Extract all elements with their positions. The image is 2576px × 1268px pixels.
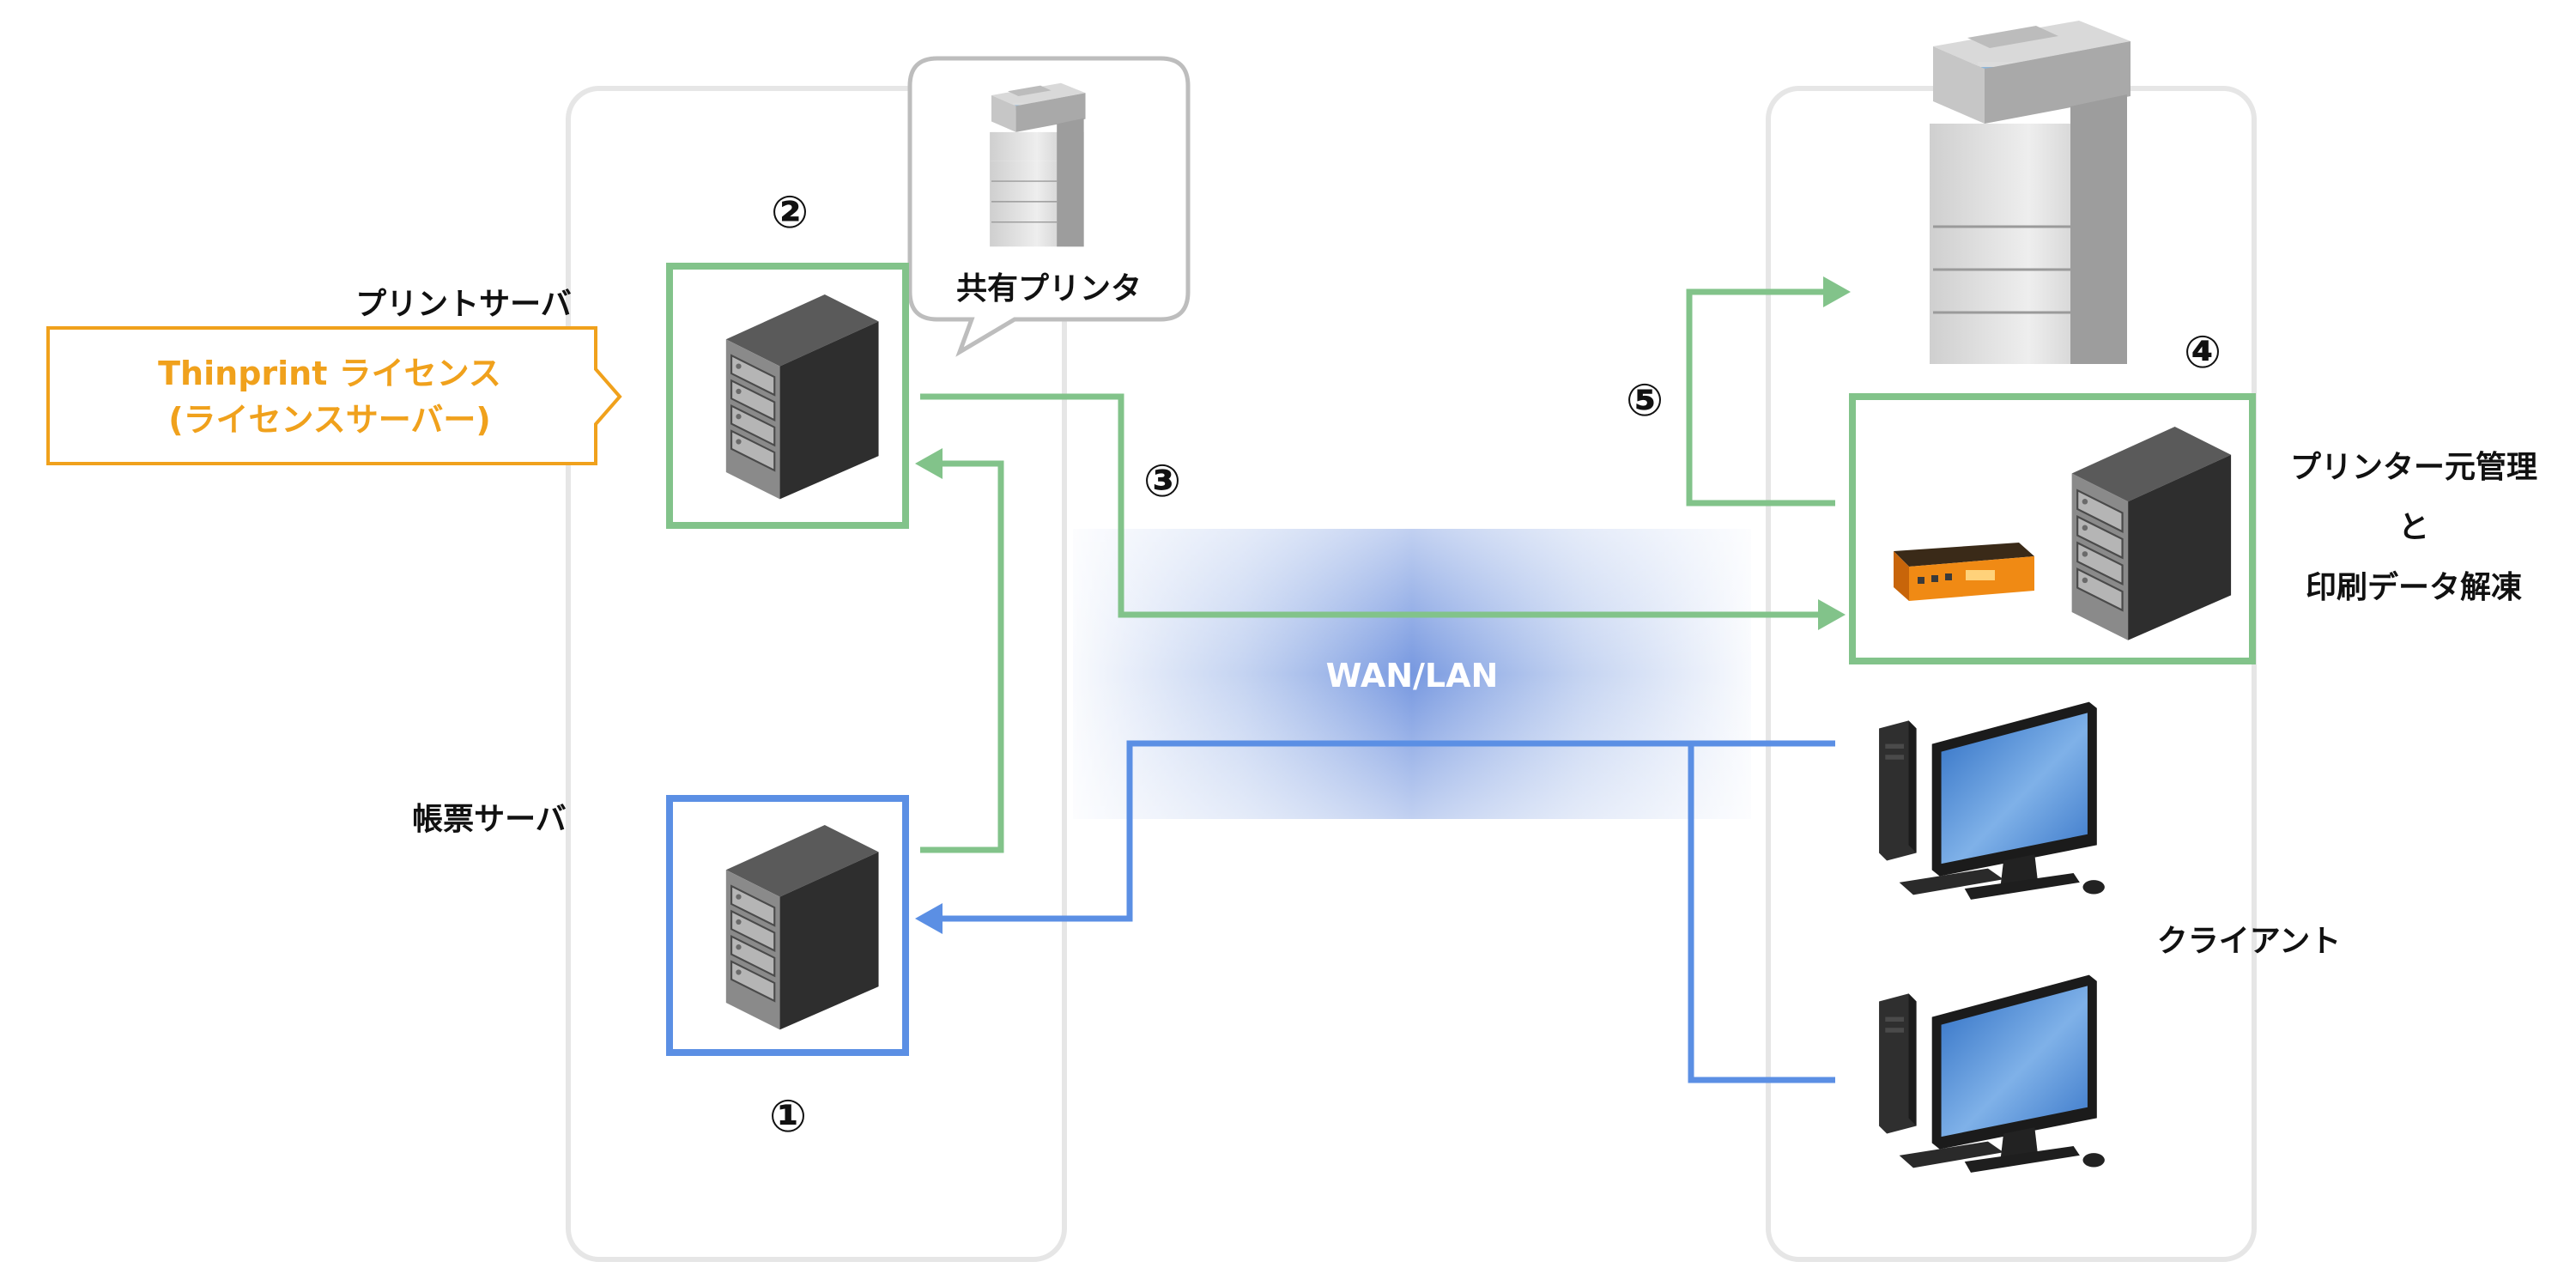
connector-hub-to-printer	[1686, 288, 1835, 507]
server-rack-icon	[724, 823, 880, 1031]
thinprint-license-subtitle: (ライセンスサーバー)	[168, 401, 491, 439]
server-rack-icon	[2070, 425, 2233, 641]
desktop-pc-icon	[1879, 974, 2105, 1173]
connector-print-to-hub	[920, 393, 1820, 618]
step-5-marker: ⑤	[1626, 375, 1664, 427]
thinprint-hub-icon	[1894, 543, 2034, 601]
form-server-frame	[666, 795, 909, 1056]
desktop-pc-icon	[1879, 701, 2105, 900]
arrow-head-print-server	[915, 448, 943, 479]
clients-label: クライアント	[2157, 924, 2342, 959]
printer-mgmt-label-line1: プリンター元管理	[2290, 450, 2537, 485]
multifunction-printer-icon	[1928, 19, 2132, 366]
thinprint-license-label: Thinprint ライセンス	[158, 355, 501, 392]
arrow-head-form-server	[915, 903, 943, 934]
printer-mgmt-label-line2: と	[2398, 510, 2429, 545]
print-server-label: プリントサーバ	[355, 287, 572, 322]
step-3-marker: ③	[1143, 456, 1181, 507]
shared-printer-label: 共有プリンタ	[956, 271, 1142, 306]
form-server-label: 帳票サーバ	[412, 802, 567, 837]
hub-frame	[1849, 393, 2256, 664]
step-1-marker: ①	[769, 1091, 807, 1143]
thinprint-license-callout	[46, 326, 622, 465]
print-server-frame	[666, 263, 909, 529]
printer-mgmt-label-line3: 印刷データ解凍	[2306, 569, 2522, 605]
server-rack-icon	[724, 293, 880, 501]
shared-printer-icon	[989, 82, 1087, 247]
connector-clients-to-form-server	[936, 740, 1835, 1083]
step-4-marker: ④	[2184, 327, 2221, 379]
left-zone-panel	[566, 86, 1067, 1262]
arrow-head-printer	[1823, 276, 1851, 307]
network-band	[1073, 529, 1751, 819]
connector-form-to-print	[920, 460, 1004, 853]
arrow-head-hub	[1818, 599, 1846, 630]
network-label: WAN/LAN	[1326, 657, 1499, 695]
step-2-marker: ②	[771, 187, 809, 239]
